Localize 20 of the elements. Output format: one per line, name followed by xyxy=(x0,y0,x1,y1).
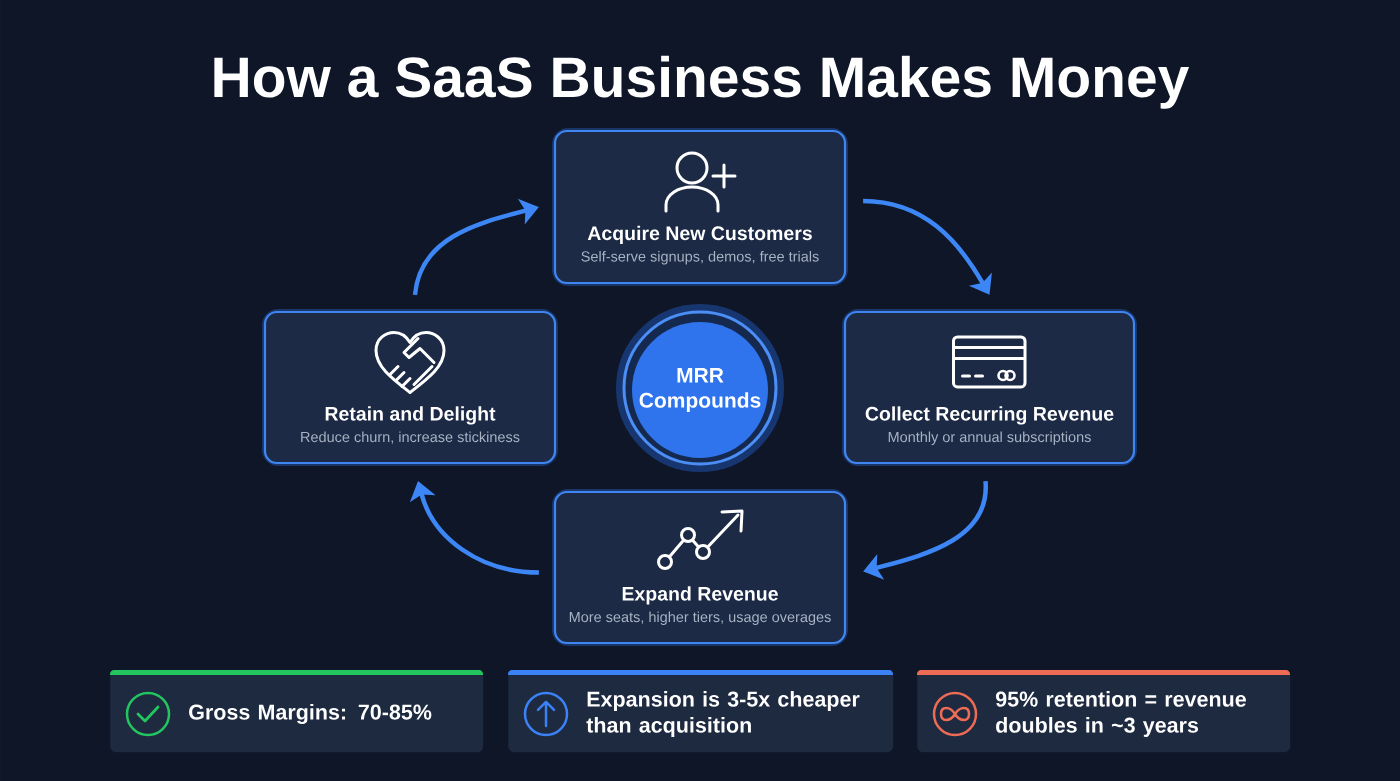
title: How a SaaS Business Makes Money xyxy=(214,55,1190,109)
stat-card xyxy=(508,670,894,753)
box-title: Retain and Delight xyxy=(325,406,496,425)
process-box xyxy=(552,489,848,646)
process-box xyxy=(842,309,1137,466)
process-box xyxy=(552,128,848,286)
process-box xyxy=(262,309,558,466)
curved-arrow xyxy=(863,198,992,295)
stat-text: Gross Margins: 70-85% xyxy=(189,703,432,725)
box-description: Reduce churn, increase stickiness xyxy=(301,431,520,444)
box-description: Self-serve signups, demos, free trials xyxy=(581,251,819,265)
box-title: Collect Recurring Revenue xyxy=(865,406,1114,425)
box-title: Expand Revenue xyxy=(622,586,778,605)
box-title: Acquire New Customers xyxy=(587,225,812,245)
stat-text: 95% retention = revenue doubles in ~3 years xyxy=(995,690,1246,737)
stat-card xyxy=(110,670,484,753)
box-description: More seats, higher tiers, usage overages xyxy=(569,611,831,625)
box-description: Monthly or annual subscriptions xyxy=(888,431,1091,445)
stat-text: Expansion is 3-5x cheaper than acquisition xyxy=(586,690,860,737)
stat-card xyxy=(917,670,1291,753)
